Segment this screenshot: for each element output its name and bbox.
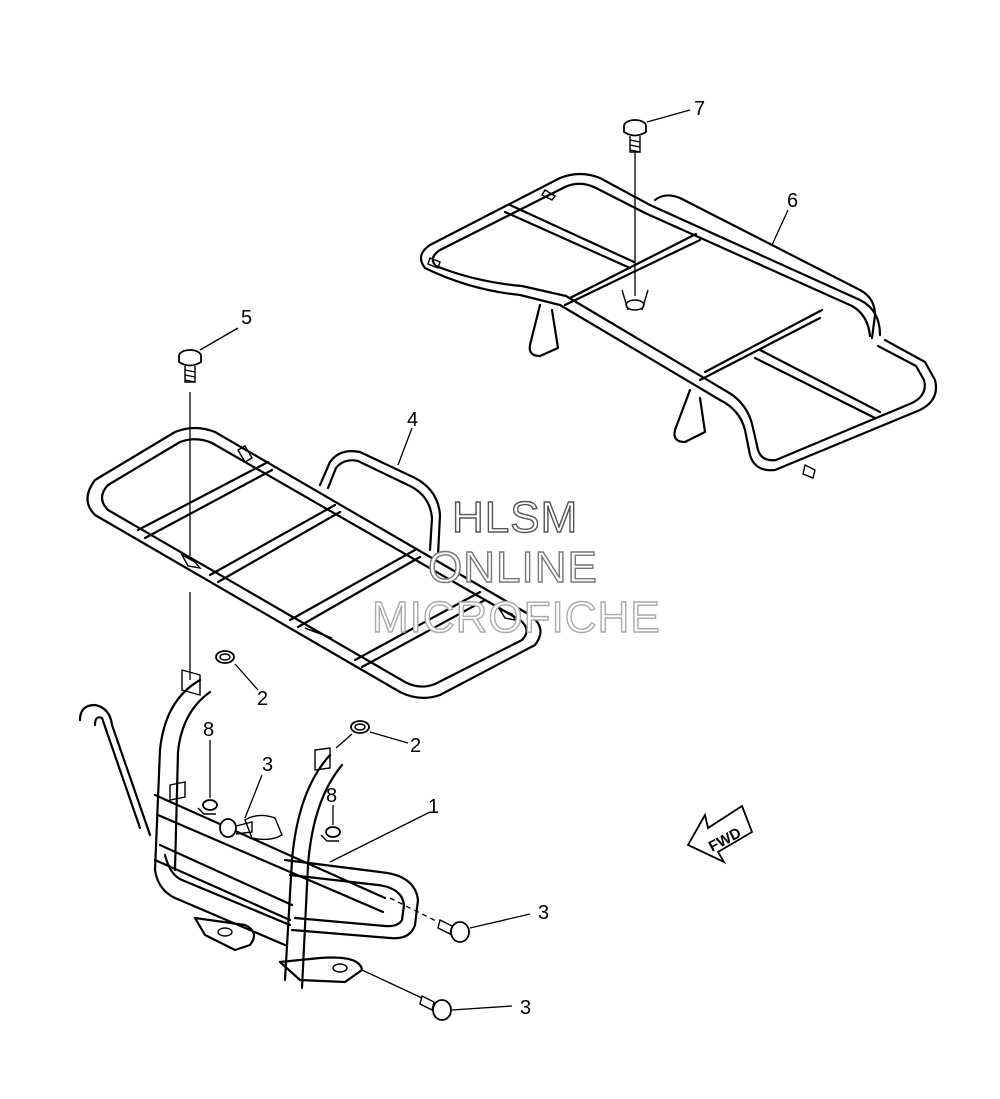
fwd-arrow-icon: FWD [686, 804, 754, 865]
callout-3a: 3 [262, 754, 273, 776]
callout-2b: 2 [410, 735, 421, 757]
bolt-7 [623, 109, 691, 296]
grommet-2a [215, 650, 259, 691]
bolt-3c [361, 969, 513, 1021]
callout-8a: 8 [203, 719, 214, 741]
bolt-3a [219, 774, 263, 838]
watermark-line-2: ONLINE [428, 543, 598, 592]
nut-8b [320, 805, 341, 842]
callout-5: 5 [241, 307, 252, 329]
callout-3b: 3 [538, 902, 549, 924]
front-carrier [86, 426, 542, 699]
bolt-3b [389, 897, 531, 943]
grommet-2b [335, 720, 409, 749]
leader-6 [771, 209, 789, 246]
callout-6: 6 [787, 190, 798, 212]
watermark: HLSM ONLINE MICROFICHE [371, 492, 661, 642]
watermark-line-1: HLSM [452, 493, 578, 542]
watermark-line-3: MICROFICHE [372, 593, 661, 642]
callout-7: 7 [694, 98, 705, 120]
rear-carrier [419, 172, 938, 479]
callout-8b: 8 [326, 785, 337, 807]
callout-2a: 2 [257, 688, 268, 710]
nut-8a [197, 740, 218, 815]
bolt-5 [178, 327, 239, 680]
callout-1: 1 [428, 796, 439, 818]
front-guard [78, 669, 431, 990]
leader-4 [397, 427, 413, 466]
callout-4: 4 [407, 409, 418, 431]
callout-3c: 3 [520, 997, 531, 1019]
